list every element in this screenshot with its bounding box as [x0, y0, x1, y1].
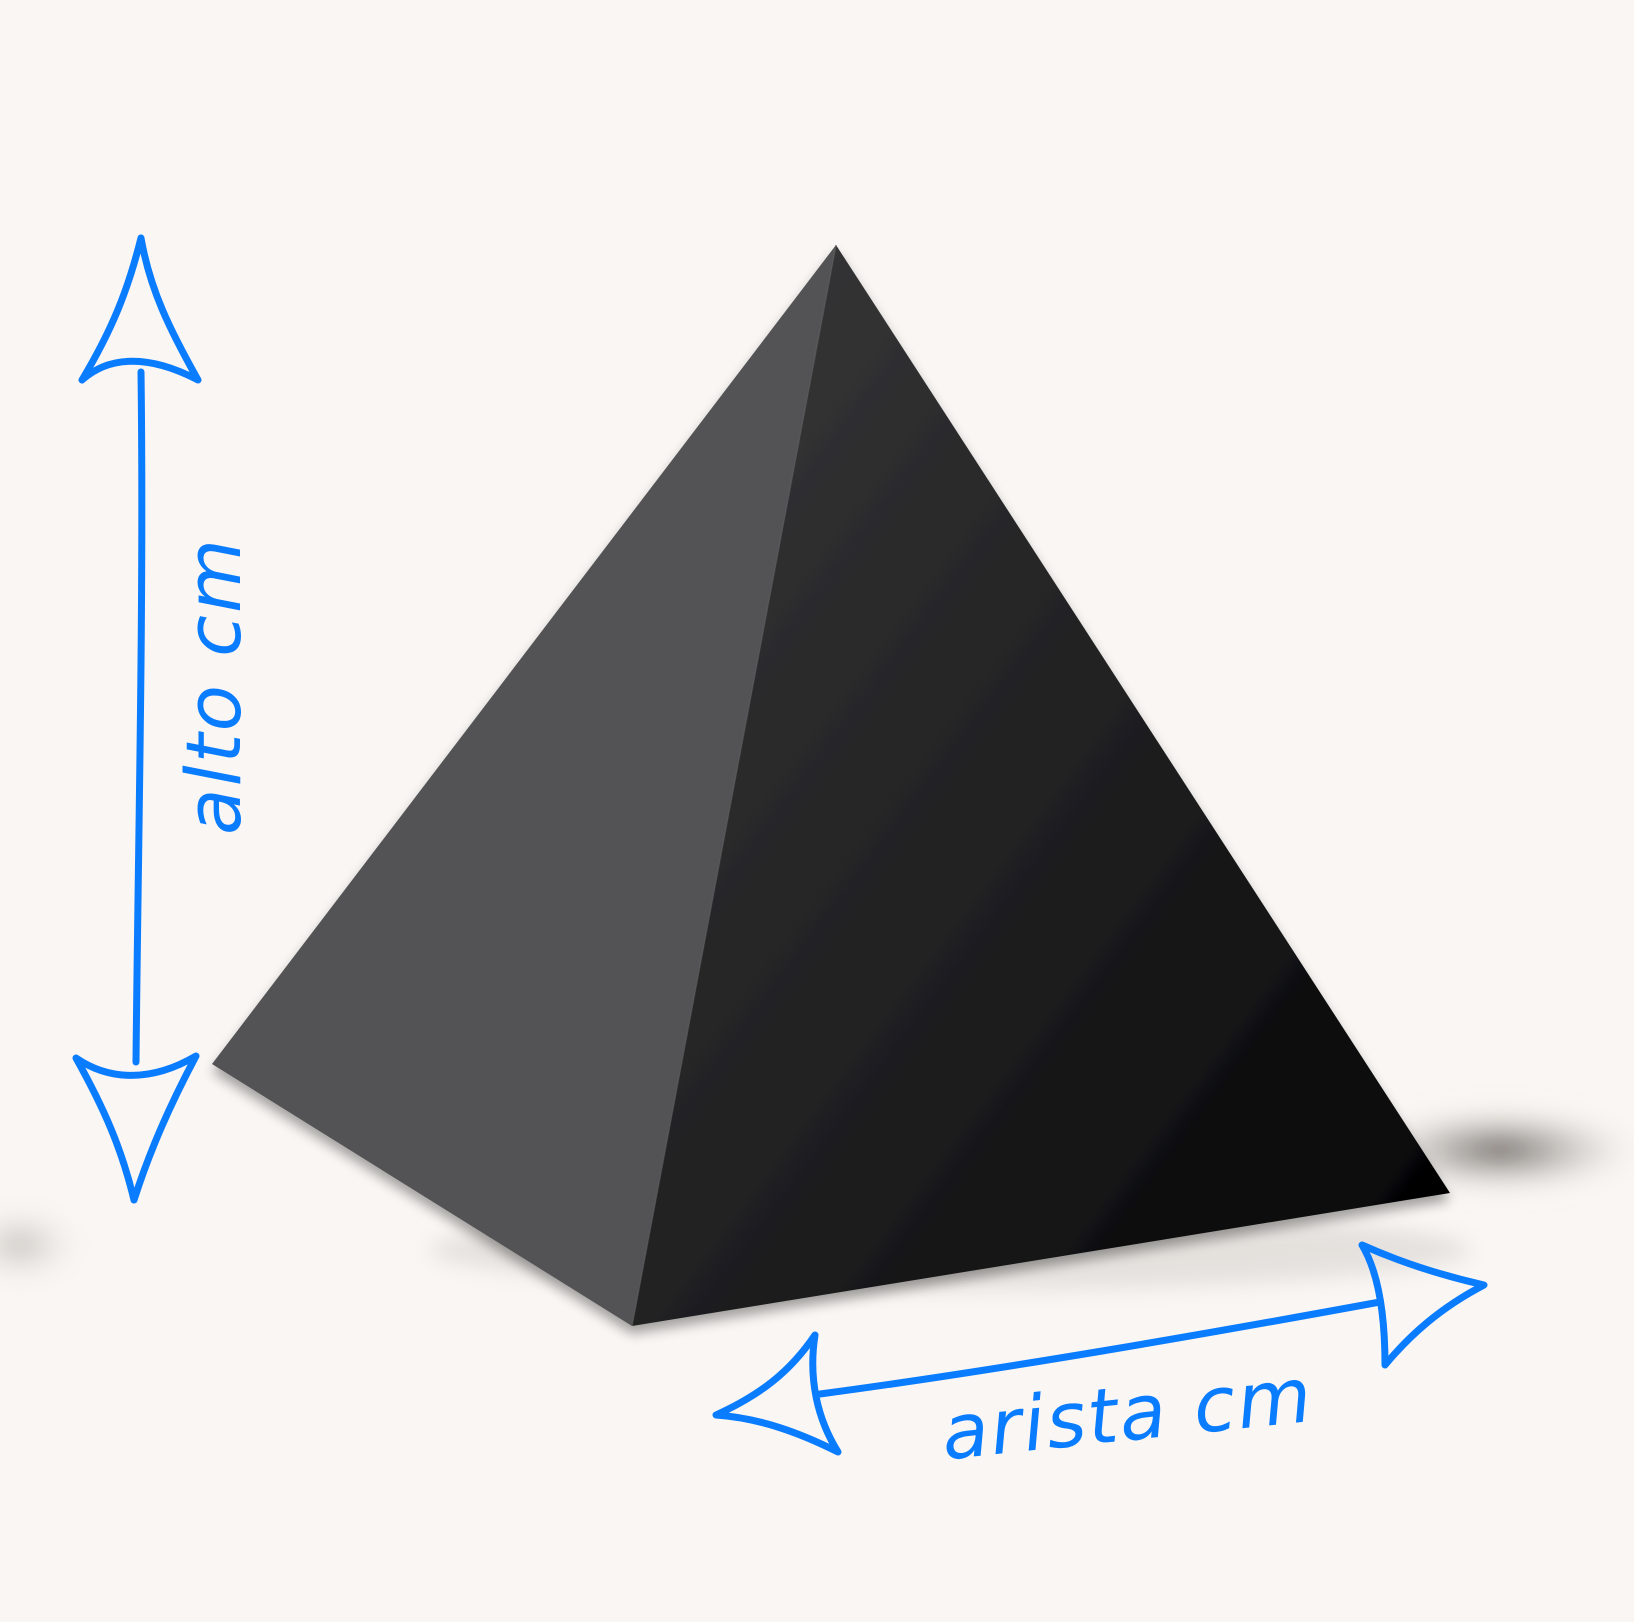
height-dimension-line: [132, 368, 146, 1066]
pyramid-left-face: [212, 245, 836, 1326]
arrow-down-icon: [72, 1052, 200, 1204]
edge-dimension-line: [816, 1298, 1384, 1398]
ground-shadow-left: [0, 1200, 90, 1290]
pyramid-ridge-edge: [631, 244, 837, 1327]
arrow-right-icon: [1358, 1241, 1488, 1369]
height-label: alto cm: [169, 537, 258, 835]
pyramid: [212, 244, 1450, 1327]
height-dimension: [72, 234, 202, 1204]
arrow-up-icon: [78, 234, 202, 384]
edge-dimension: [712, 1241, 1488, 1456]
pyramid-right-face: [632, 245, 1450, 1326]
arrow-left-icon: [712, 1331, 842, 1456]
